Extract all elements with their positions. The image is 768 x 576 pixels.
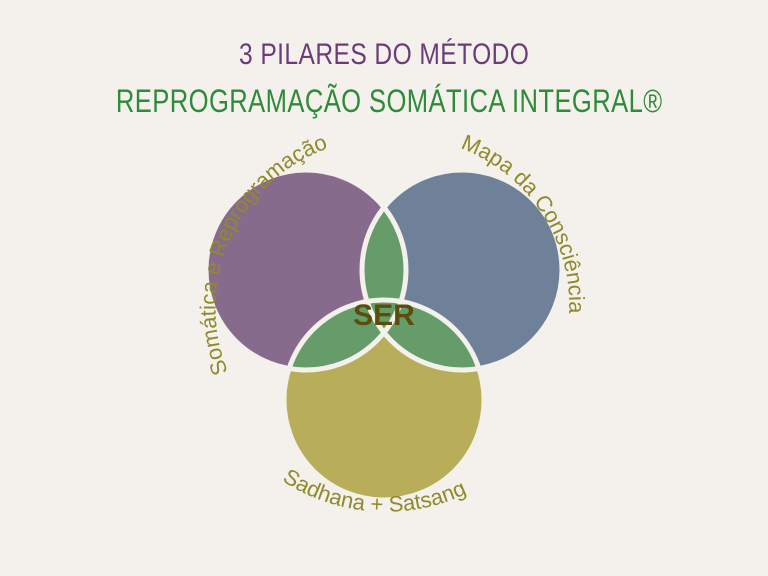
overlap-left-bottom bbox=[284, 300, 406, 370]
title-line-1: 3 PILARES DO MÉTODO bbox=[239, 38, 530, 71]
overlap-right-bottom bbox=[362, 300, 484, 370]
title-line-2: REPROGRAMAÇÃO SOMÁTICA INTEGRAL® bbox=[115, 83, 663, 119]
center-label: SER bbox=[353, 299, 415, 332]
